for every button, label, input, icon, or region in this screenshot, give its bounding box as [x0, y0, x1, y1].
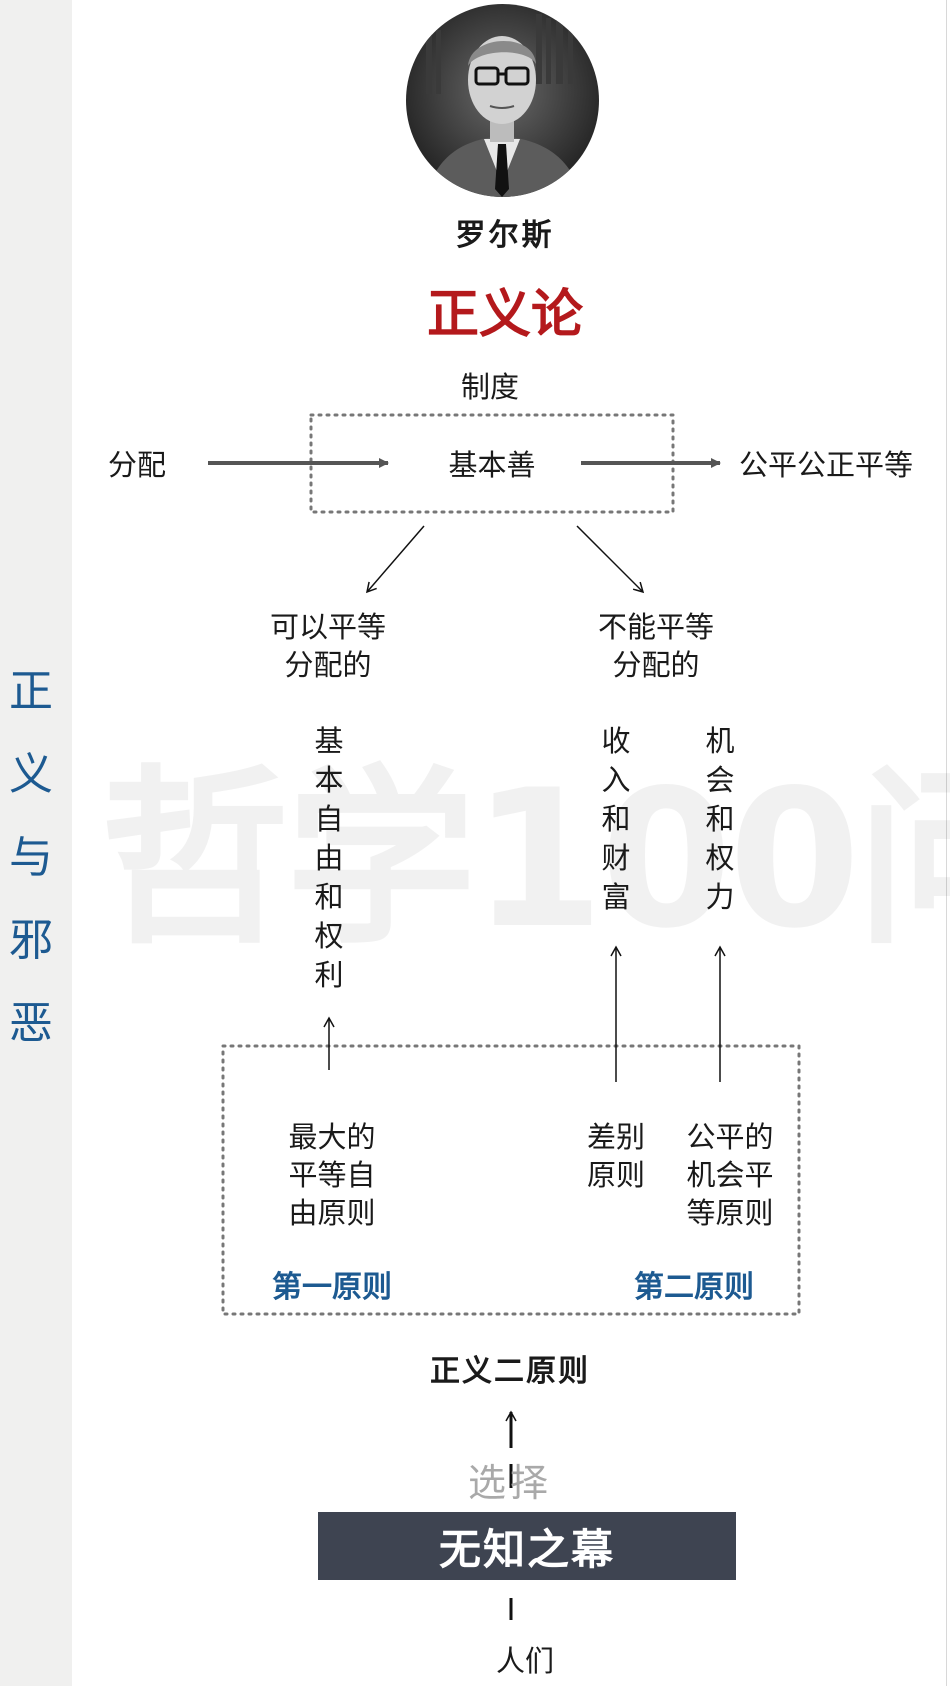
- difference-line2: 原则: [586, 1158, 645, 1192]
- column-char: 权: [705, 841, 735, 875]
- column-char: 力: [705, 880, 735, 914]
- portrait-photo: [406, 4, 599, 197]
- equal-branch-label-line1: 可以平等: [269, 610, 386, 644]
- first-principle-label: 第一原则: [272, 1270, 392, 1305]
- opportunity-line2: 机会平: [686, 1158, 774, 1192]
- column-char: 利: [314, 958, 344, 992]
- column-char: 和: [705, 802, 735, 836]
- veil-of-ignorance-box: 无知之幕: [318, 1512, 736, 1580]
- author-name: 罗尔斯: [455, 218, 555, 253]
- equal-branch-label-line2: 分配的: [284, 648, 372, 682]
- two-principles-label: 正义二原则: [430, 1354, 590, 1389]
- max-liberty-line1: 最大的: [288, 1120, 376, 1154]
- institution-label: 制度: [460, 370, 519, 404]
- max-liberty-line2: 平等自: [288, 1158, 376, 1192]
- opportunity-line1: 公平的: [686, 1120, 774, 1154]
- watermark: 哲学100问: [100, 749, 950, 970]
- opportunity-line3: 等原则: [686, 1196, 774, 1230]
- basic-goods-label: 基本善: [448, 448, 536, 482]
- column-char: 会: [705, 763, 735, 797]
- principles-box: [221, 1044, 801, 1316]
- column-char: 和: [601, 802, 631, 836]
- column-char: 由: [314, 841, 344, 875]
- column-char: 和: [314, 880, 344, 914]
- second-principle-label: 第二原则: [634, 1270, 754, 1305]
- column-char: 权: [314, 919, 344, 953]
- column-char: 收: [601, 724, 631, 758]
- column-char: 财: [601, 841, 631, 875]
- fairness-label: 公平公正平等: [738, 448, 913, 482]
- arrow-equal: [365, 525, 425, 594]
- choose-label: 选择: [467, 1461, 552, 1505]
- section-title-vertical: 正 义 与 邪 恶: [0, 650, 62, 1065]
- section-title-char: 恶: [9, 998, 53, 1049]
- power-column: 机 会 和 权 力: [700, 722, 740, 917]
- people-label: 人们: [495, 1644, 554, 1678]
- distribution-label: 分配: [107, 448, 166, 482]
- section-title-char: 正: [9, 666, 53, 717]
- column-char: 机: [705, 724, 735, 758]
- page-title: 正义论: [426, 284, 583, 345]
- max-liberty-line3: 由原则: [288, 1196, 376, 1230]
- column-char: 基: [314, 724, 344, 758]
- unequal-branch-label-line1: 不能平等: [597, 610, 714, 644]
- arrow-unequal: [576, 525, 645, 594]
- column-char: 富: [601, 880, 631, 914]
- wealth-column: 收 入 和 财 富: [596, 722, 636, 917]
- difference-line1: 差别: [586, 1120, 645, 1154]
- section-title-char: 义: [9, 749, 53, 800]
- column-char: 自: [314, 802, 344, 836]
- sidebar: [0, 0, 72, 1686]
- veil-of-ignorance-label: 无知之幕: [438, 1524, 615, 1574]
- liberty-column: 基 本 自 由 和 权 利: [309, 722, 349, 995]
- right-border: [946, 0, 947, 1686]
- column-char: 本: [314, 763, 344, 797]
- unequal-branch-label-line2: 分配的: [612, 648, 700, 682]
- section-title-char: 与: [9, 832, 53, 883]
- section-title-char: 邪: [9, 915, 53, 966]
- column-char: 入: [601, 763, 631, 797]
